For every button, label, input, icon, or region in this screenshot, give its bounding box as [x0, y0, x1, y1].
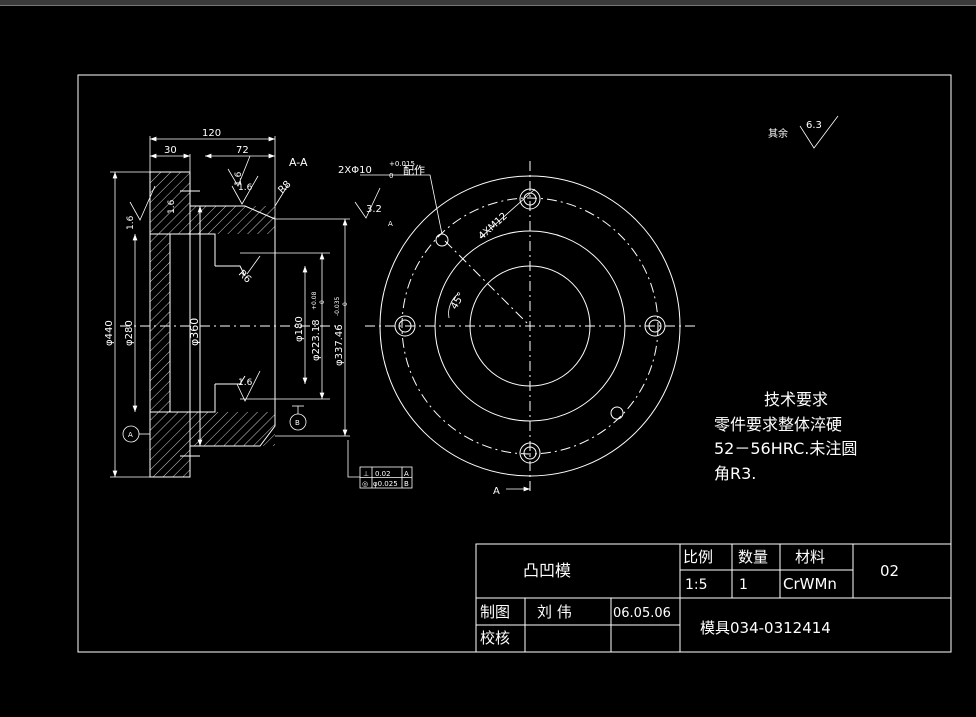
thread-hole-bottom [519, 442, 541, 464]
bolt-circle [401, 197, 659, 455]
drawer-name: 刘 伟 [537, 603, 572, 621]
dim-dia-337-tol: -0.035 [334, 296, 341, 316]
surface-note-value: 6.3 [806, 120, 822, 131]
datum-b-label: B [295, 419, 300, 427]
pin-note-suffix: 配作 [403, 164, 425, 177]
pin-hole-1 [435, 233, 449, 247]
section-view [110, 136, 413, 489]
tolerance-row1-datum: A [404, 470, 409, 478]
window-top-border [0, 0, 976, 6]
material-value: CrWMn [783, 575, 837, 593]
thread-note: 4XM12 [477, 211, 510, 242]
pin-hole-2 [610, 406, 624, 420]
drawing-number: 模具034-0312414 [700, 619, 831, 637]
dim-dia-223-tol: +0.08 [311, 291, 318, 310]
tolerance-row2-sym: ◎ [362, 480, 368, 488]
pin-roughness: 3.2 [366, 204, 382, 215]
tech-req-line-1: 零件要求整体淬硬 [714, 415, 842, 434]
scale-value: 1:5 [685, 577, 708, 593]
qty-value: 1 [739, 577, 748, 593]
part-name: 凸凹模 [523, 561, 571, 580]
roughness-1: 1.6 [126, 215, 136, 230]
section-mark: A [493, 486, 500, 497]
scale-label: 比例 [683, 548, 713, 566]
sheet-no: 02 [880, 562, 899, 580]
plan-view [354, 161, 695, 492]
roughness-5: 1.6 [167, 199, 177, 214]
thread-hole-right [644, 315, 666, 337]
tech-req-line-2: 52－56HRC.未注圆 [714, 439, 857, 458]
tolerance-row2-val: φ0.025 [373, 480, 398, 488]
dim-dia-180: φ180 [294, 316, 305, 342]
title-block [475, 543, 952, 653]
tolerance-row2-datum: B [404, 480, 409, 488]
pin-note: 2XΦ10 [338, 165, 372, 176]
surface-note-symbol [799, 115, 839, 149]
dim-dia-360: φ360 [188, 318, 201, 346]
dim-dia-280: φ280 [124, 320, 135, 346]
roughness-2: 1.6 [234, 171, 244, 186]
cad-drawing[interactable]: A-A 120 30 72 φ440 φ280 φ360 φ180 φ223.1… [0, 6, 976, 717]
dim-top-right: 72 [236, 145, 249, 156]
pin-marker: A [388, 220, 393, 228]
tolerance-row1-val: 0.02 [375, 470, 391, 478]
tolerance-row1-sym: ⊥ [363, 470, 369, 478]
surface-note-label: 其余 [768, 127, 788, 140]
checked-label: 校核 [480, 629, 510, 647]
roughness-3: 1.6 [238, 183, 253, 193]
tech-req-line-3: 角R3. [714, 464, 756, 483]
section-title: A-A [289, 156, 308, 169]
part-outline [149, 171, 276, 478]
pin-note-tol-lower: 0 [389, 172, 393, 180]
dim-top-overall: 120 [202, 128, 221, 139]
dim-dia-223-tol2: 0 [319, 300, 326, 304]
drawn-date: 06.05.06 [613, 606, 671, 621]
dim-dia-337-tol2: 0 [342, 302, 349, 306]
roughness-4: 1.6 [238, 378, 253, 388]
dim-dia-223: φ223.18 [311, 319, 322, 361]
material-label: 材料 [795, 548, 825, 566]
dim-top-left: 30 [164, 145, 177, 156]
pin-note-tol-upper: +0.015 [389, 160, 415, 168]
datum-a-label: A [128, 431, 133, 439]
drawn-label: 制图 [480, 603, 510, 621]
angle-label: 45° [449, 291, 467, 312]
thread-hole-left [394, 315, 416, 337]
dim-dia-337: φ337.46 [334, 324, 345, 366]
dim-dia-440: φ440 [104, 320, 115, 346]
radius-r8: R8 [276, 179, 293, 196]
tech-req-title: 技术要求 [764, 390, 828, 409]
qty-label: 数量 [738, 548, 768, 566]
